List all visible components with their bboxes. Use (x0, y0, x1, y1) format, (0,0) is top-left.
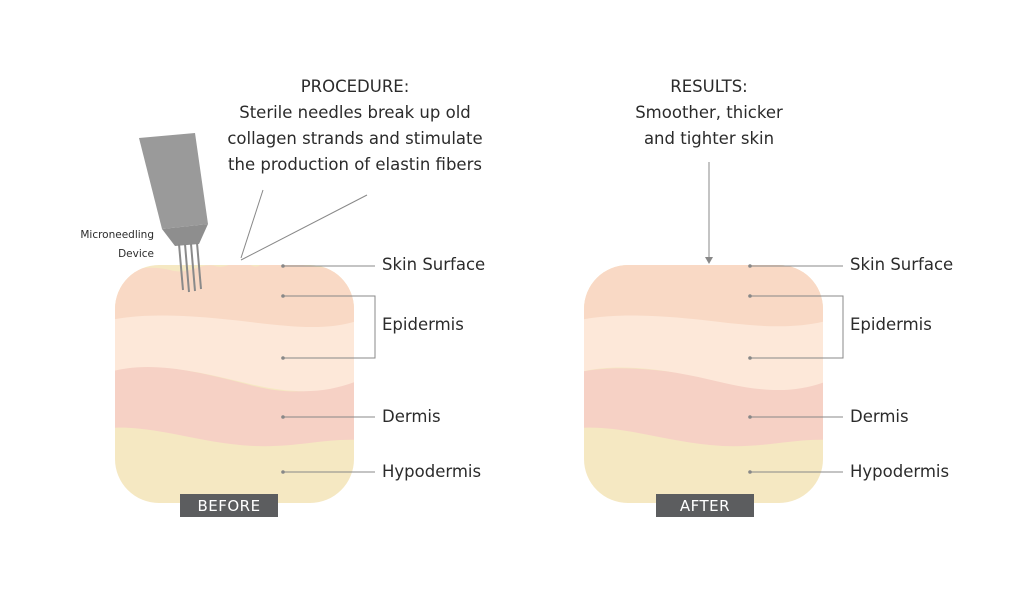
procedure-title: PROCEDURE: (300, 77, 410, 96)
before-skin-block (115, 265, 354, 503)
after-label-dermis: Dermis (850, 407, 909, 426)
after-label-epidermis: Epidermis (850, 315, 932, 334)
before-dermis-layer (115, 366, 354, 447)
results-line-1: Smoother, thicker (635, 103, 783, 122)
procedure-line-2: collagen strands and stimulate (227, 129, 483, 148)
after-label-hypodermis: Hypodermis (850, 462, 950, 481)
procedure-heading: PROCEDURE: Sterile needles break up old … (200, 74, 510, 178)
after-surface-layer (584, 265, 823, 327)
results-heading: RESULTS: Smoother, thicker and tighter s… (604, 74, 814, 152)
after-skin-block (584, 265, 823, 503)
after-leader-dots (705, 257, 752, 474)
results-title: RESULTS: (670, 77, 748, 96)
procedure-line-1: Sterile needles break up old (239, 103, 471, 122)
microneedling-device-icon (139, 133, 208, 293)
device-body (139, 133, 208, 229)
procedure-line-3: the production of elastin fibers (228, 155, 482, 174)
before-leader-dots (281, 264, 285, 474)
device-label: Microneedling Device (40, 226, 154, 264)
device-needles (178, 242, 202, 293)
after-lower-epidermis-layer (584, 312, 823, 391)
before-leader-lines (240, 189, 376, 473)
before-surface-layer (115, 265, 354, 327)
after-badge: AFTER (656, 494, 754, 517)
device-label-line-2: Device (118, 248, 154, 260)
device-tip (162, 224, 208, 246)
before-label-dermis: Dermis (382, 407, 441, 426)
before-lower-epidermis-layer (115, 312, 354, 392)
before-label-skin-surface: Skin Surface (382, 255, 486, 274)
after-leader-lines (708, 162, 844, 473)
before-label-epidermis: Epidermis (382, 315, 464, 334)
before-label-hypodermis: Hypodermis (382, 462, 482, 481)
device-label-line-1: Microneedling (80, 229, 154, 241)
before-badge: BEFORE (180, 494, 278, 517)
results-line-2: and tighter skin (643, 129, 775, 148)
after-label-skin-surface: Skin Surface (850, 255, 954, 274)
